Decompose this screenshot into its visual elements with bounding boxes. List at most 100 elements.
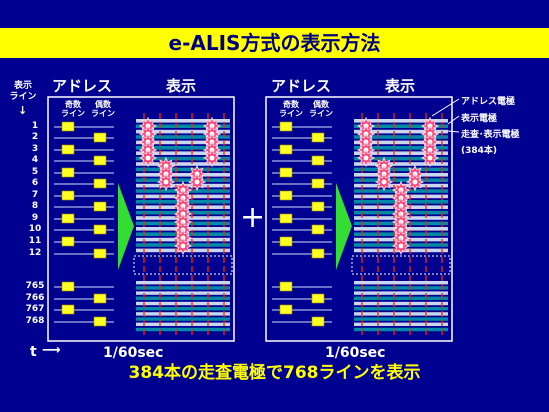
panel-2-electrode-bar (354, 151, 448, 155)
discharge-spark-icon-core (163, 179, 169, 185)
panel-2-continuation-box (351, 255, 451, 275)
discharge-spark-icon-core (145, 155, 151, 161)
panel-2-electrode-bar-lower (354, 286, 448, 290)
panel-1-electrode-bar-lower (136, 281, 230, 285)
panel-2-electrode-bar (354, 119, 448, 123)
panel-2-time-label: 1/60sec (325, 345, 386, 361)
row-number: 766 (25, 293, 45, 303)
panel-1-address-cell (61, 213, 75, 224)
panel-1-address-cell (93, 293, 107, 304)
row-number: 767 (25, 304, 45, 314)
time-axis-label: t (30, 344, 37, 360)
panel-2-address-cell (279, 144, 293, 155)
discharge-spark-icon-core (381, 179, 387, 185)
panel-1-time-label: 1/60sec (103, 345, 164, 361)
panel-1-address-cell (61, 190, 75, 201)
panel-1-address-cell (61, 236, 75, 247)
discharge-spark-icon-core (194, 179, 200, 185)
panel-2-electrode-bar (354, 173, 448, 177)
row-number: 1 (31, 121, 39, 131)
axis-label-top: 表示 (13, 81, 32, 91)
panel-2-address-cell (311, 316, 325, 327)
panel-2-address-cell (279, 213, 293, 224)
panel-2-address-cell (279, 304, 293, 315)
panel-1-continuation-box (133, 255, 233, 275)
panel-1-electrode-bar (136, 167, 230, 172)
panel-2-address-cell (311, 224, 325, 235)
panel-1-address-cell (61, 121, 75, 132)
panel-1-electrode-bar-lower (136, 327, 230, 332)
row-number: 9 (31, 213, 39, 223)
panel-1-electrode-bar-lower (136, 296, 230, 300)
legend-display-electrode: 表示電極 (461, 114, 498, 124)
page-title: e-ALIS方式の表示方法 (168, 31, 381, 55)
panel-1-address-cell (93, 316, 107, 327)
down-arrow-icon: ↓ (18, 104, 28, 117)
row-number: 12 (28, 248, 42, 258)
discharge-spark-icon-core (209, 155, 215, 161)
panel-2-address-cell (311, 132, 325, 143)
panel-1-address-cell (93, 155, 107, 166)
panel-1-electrode-bar-lower (136, 312, 230, 316)
panel-1-electrode-bar (136, 178, 230, 182)
title-bar (0, 28, 549, 58)
panel-2-frame (265, 96, 453, 342)
axis-label-bottom: ライン (9, 92, 37, 102)
panel-1-electrode-bar (136, 151, 230, 155)
panel-1-electrode-bar-lower (136, 301, 230, 306)
panel-2-electrode-bar (354, 167, 448, 172)
panel-2-address-cell (311, 293, 325, 304)
plus-symbol: + (240, 200, 266, 235)
discharge-spark-icon-core (180, 243, 186, 249)
row-number: 5 (31, 167, 39, 177)
panel-2-electrode-bar-lower (354, 301, 448, 306)
panel-2-odd-label: 奇数 ライン (279, 100, 303, 118)
row-number: 8 (31, 201, 39, 211)
panel-2-electrode-bar-lower (354, 317, 448, 321)
panel-1-address-cell (61, 304, 75, 315)
panel-1-electrode-bar-lower (136, 322, 230, 326)
panel-2-electrode-bar (354, 156, 448, 161)
row-number: 10 (28, 224, 42, 234)
panel-1-address-cell (93, 224, 107, 235)
panel-1-address-header: アドレス (52, 77, 113, 95)
row-number: 768 (25, 316, 45, 326)
panel-1-odd-label: 奇数 ライン (61, 100, 85, 118)
panel-2-address-cell (279, 167, 293, 178)
panel-1-address-cell (61, 281, 75, 292)
panel-2-address-cell (279, 190, 293, 201)
panel-2-address-header: アドレス (271, 77, 332, 95)
discharge-spark-icon-core (363, 155, 369, 161)
bottom-caption: 384本の走査電極で768ラインを表示 (128, 363, 421, 383)
time-arrow-icon: ⟶ (42, 343, 61, 358)
panel-1-address-cell (61, 167, 75, 178)
panel-1-electrode-bar (136, 140, 230, 145)
panel-2-address-cell (311, 248, 325, 259)
legend-scan-electrode: 走査･表示電極 (461, 130, 520, 140)
panel-2-electrode-bar-lower (354, 327, 448, 332)
panel-1-address-cell (93, 132, 107, 143)
panel-1-electrode-bar (136, 162, 230, 166)
panel-1-display-header: 表示 (166, 77, 197, 95)
panel-2-address-cell (311, 155, 325, 166)
panel-2-electrode-bar-lower (354, 312, 448, 316)
discharge-spark-icon-core (412, 179, 418, 185)
panel-2-electrode-bar (354, 124, 448, 128)
panel-1-address-cell (93, 248, 107, 259)
row-number: 7 (31, 190, 39, 200)
row-number: 765 (25, 281, 45, 291)
discharge-spark-icon-core (398, 243, 404, 249)
panel-1-electrode-bar (136, 135, 230, 139)
panel-2-electrode-bar (354, 146, 448, 150)
legend-scan-count: (384本) (461, 146, 498, 156)
row-number: 2 (31, 132, 39, 142)
panel-1-electrode-bar-lower (136, 286, 230, 290)
panel-1-electrode-bar-lower (136, 291, 230, 295)
panel-2-electrode-bar-lower (354, 307, 448, 311)
row-number: 6 (31, 178, 39, 188)
legend-pointer (431, 98, 460, 117)
panel-1-address-cell (61, 144, 75, 155)
panel-1-frame (47, 96, 235, 342)
panel-2-electrode-bar (354, 140, 448, 145)
legend-pointer (447, 115, 460, 125)
